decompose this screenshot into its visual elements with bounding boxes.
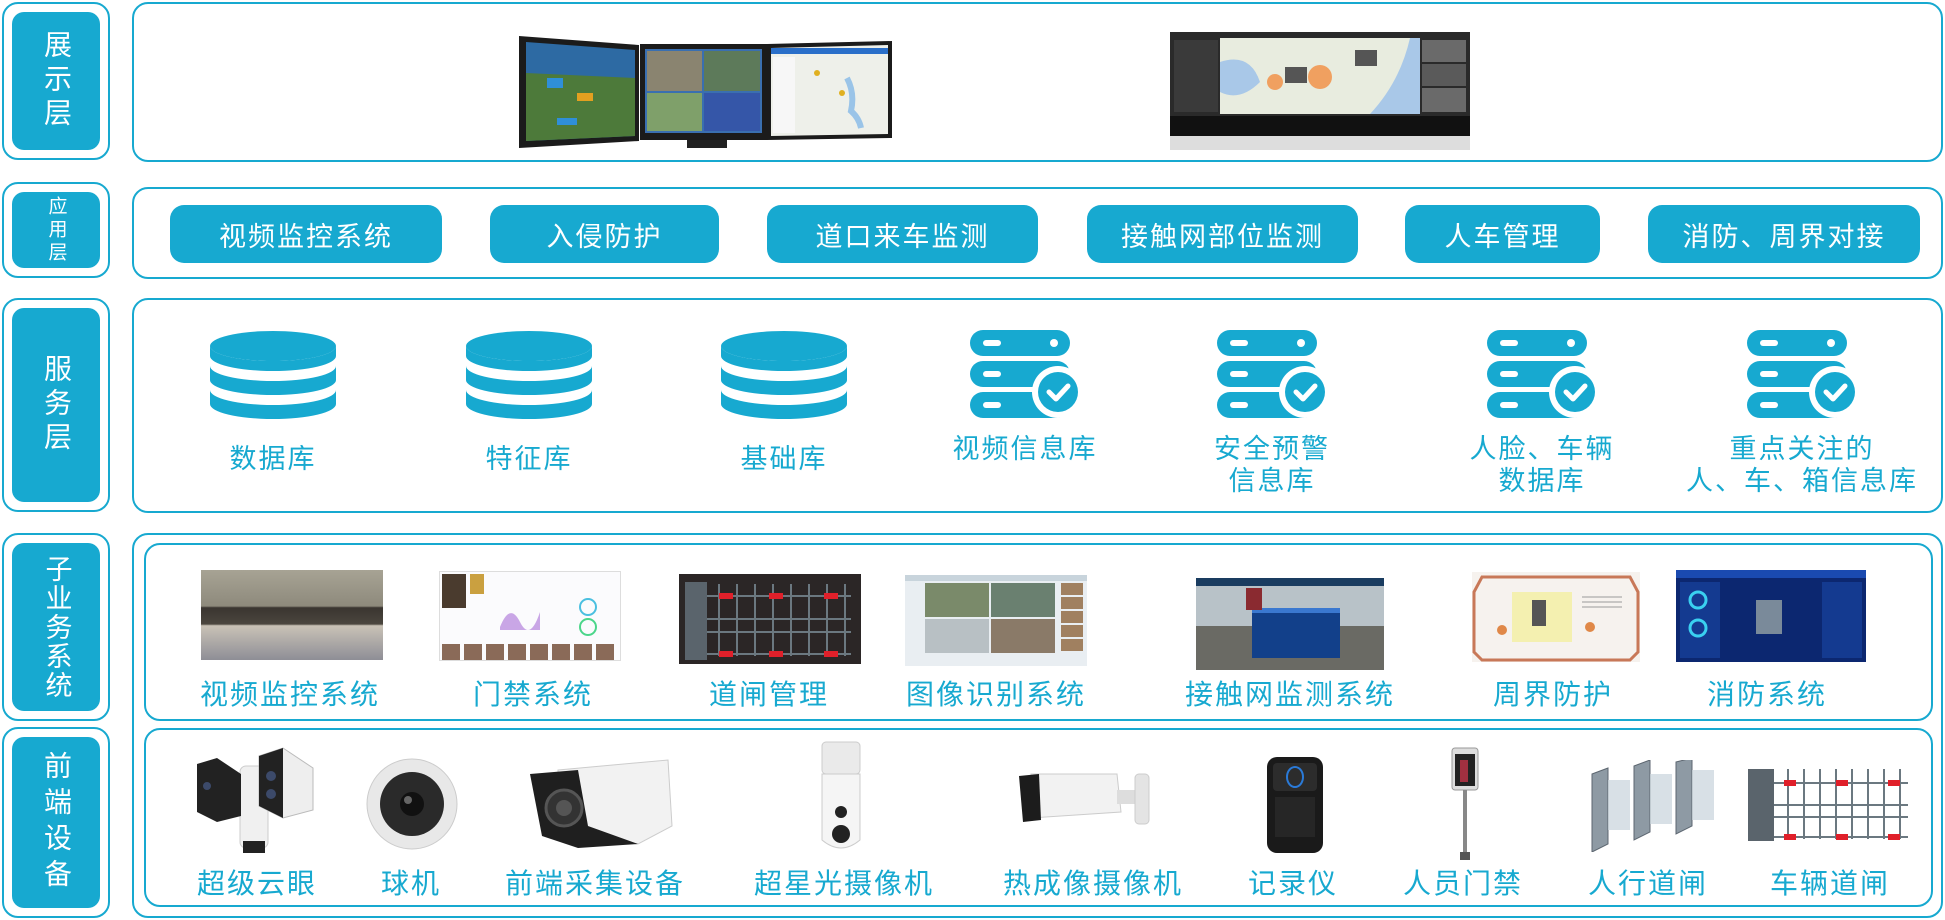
device-super-cloud-eye: 超级云眼 bbox=[196, 867, 318, 900]
layer-label-display-text: 展示层 bbox=[40, 30, 73, 132]
subsystem-perimeter-protection: 周界防护 bbox=[1492, 678, 1614, 711]
database-icon bbox=[210, 331, 336, 419]
subsystem-fire-protection: 消防系统 bbox=[1706, 678, 1828, 711]
device-body-recorder: 记录仪 bbox=[1247, 867, 1339, 900]
service-item-label: 数据库 bbox=[229, 444, 317, 475]
service-item-label: 基础库 bbox=[740, 444, 828, 475]
layer-label-display-badge: 展示层 bbox=[12, 12, 100, 150]
server-check-icon bbox=[970, 330, 1080, 418]
device-collection-camera-image bbox=[528, 756, 674, 854]
display-layer-panel bbox=[132, 2, 1943, 162]
server-check-icon bbox=[1217, 330, 1327, 418]
video-wall-image bbox=[1170, 32, 1470, 152]
app-video-surveillance-button[interactable]: 视频监控系统 bbox=[170, 205, 442, 263]
server-check-icon bbox=[1747, 330, 1857, 418]
subsystem-image-recognition: 图像识别系统 bbox=[905, 678, 1087, 711]
device-super-cloud-eye-image bbox=[195, 746, 317, 856]
thumb-barrier-gate bbox=[679, 574, 861, 664]
thumb-perimeter-protection bbox=[1472, 572, 1640, 662]
layer-label-subsystems-badge: 子业务系统 bbox=[12, 543, 100, 711]
subsystem-access-control: 门禁系统 bbox=[472, 678, 594, 711]
app-crossing-vehicle-monitor-button[interactable]: 道口来车监测 bbox=[767, 205, 1038, 263]
device-vehicle-barrier-image bbox=[1748, 765, 1910, 841]
service-item-label: 特征库 bbox=[485, 444, 573, 475]
service-item-security-warning-library: 安全预警 信息库 bbox=[1152, 330, 1392, 498]
layer-label-frontend: 前端设备 bbox=[2, 727, 110, 918]
layer-label-service-badge: 服务层 bbox=[12, 308, 100, 502]
layer-label-application: 应用层 bbox=[2, 182, 110, 278]
thumb-image-recognition bbox=[905, 575, 1087, 666]
device-face-access-terminal-image bbox=[1450, 746, 1480, 862]
layer-label-application-badge: 应用层 bbox=[12, 192, 100, 268]
thumb-catenary-monitoring bbox=[1196, 578, 1384, 670]
device-dome-camera-image bbox=[366, 758, 458, 850]
layer-label-service-text: 服务层 bbox=[40, 354, 73, 456]
database-icon bbox=[721, 331, 847, 419]
service-item-video-info-library: 视频信息库 bbox=[905, 330, 1145, 466]
subsystem-catenary-monitoring: 接触网监测系统 bbox=[1184, 678, 1396, 711]
thumb-fire-protection bbox=[1676, 570, 1866, 662]
layer-label-service: 服务层 bbox=[2, 298, 110, 512]
service-item-face-vehicle-library: 人脸、车辆 数据库 bbox=[1422, 330, 1662, 498]
layer-label-subsystems-text: 子业务系统 bbox=[40, 554, 72, 700]
service-item-key-focus-library: 重点关注的 人、车、箱信息库 bbox=[1672, 330, 1932, 498]
service-item-feature-library: 特征库 bbox=[409, 330, 649, 476]
device-thermal-camera: 热成像摄像机 bbox=[1002, 867, 1184, 900]
service-item-database: 数据库 bbox=[153, 330, 393, 476]
app-catenary-monitor-button[interactable]: 接触网部位监测 bbox=[1087, 205, 1358, 263]
subsystem-barrier-management: 道闸管理 bbox=[708, 678, 830, 711]
layer-label-frontend-badge: 前端设备 bbox=[12, 737, 100, 908]
layer-label-application-text: 应用层 bbox=[45, 195, 68, 265]
thumb-video-surveillance bbox=[201, 570, 383, 660]
service-item-label: 重点关注的 人、车、箱信息库 bbox=[1686, 434, 1918, 497]
service-item-label: 人脸、车辆 数据库 bbox=[1469, 434, 1615, 497]
device-pedestrian-gate: 人行道闸 bbox=[1587, 867, 1709, 900]
service-item-label: 安全预警 信息库 bbox=[1214, 434, 1330, 497]
device-vehicle-barrier: 车辆道闸 bbox=[1769, 867, 1891, 900]
device-pedestrian-gate-image bbox=[1590, 757, 1720, 853]
layer-label-frontend-text: 前端设备 bbox=[40, 750, 73, 895]
app-people-vehicle-management-button[interactable]: 人车管理 bbox=[1405, 205, 1600, 263]
device-starlight-camera-image bbox=[816, 740, 866, 856]
service-item-base-library: 基础库 bbox=[664, 330, 904, 476]
service-item-label: 视频信息库 bbox=[952, 434, 1098, 465]
device-personnel-access: 人员门禁 bbox=[1402, 867, 1524, 900]
layer-label-display: 展示层 bbox=[2, 2, 110, 160]
device-collection-equipment: 前端采集设备 bbox=[504, 867, 686, 900]
server-check-icon bbox=[1487, 330, 1597, 418]
app-fire-perimeter-integration-button[interactable]: 消防、周界对接 bbox=[1648, 205, 1920, 263]
thumb-access-control bbox=[439, 571, 621, 661]
device-starlight-camera: 超星光摄像机 bbox=[753, 867, 935, 900]
layer-label-subsystems: 子业务系统 bbox=[2, 533, 110, 721]
app-intrusion-protection-button[interactable]: 入侵防护 bbox=[490, 205, 719, 263]
device-thermal-camera-image bbox=[1017, 768, 1153, 830]
triple-monitor-image bbox=[517, 33, 895, 148]
device-dome-camera: 球机 bbox=[380, 867, 442, 900]
database-icon bbox=[466, 331, 592, 419]
device-body-recorder-image bbox=[1265, 755, 1325, 855]
subsystem-video-surveillance: 视频监控系统 bbox=[199, 678, 381, 711]
